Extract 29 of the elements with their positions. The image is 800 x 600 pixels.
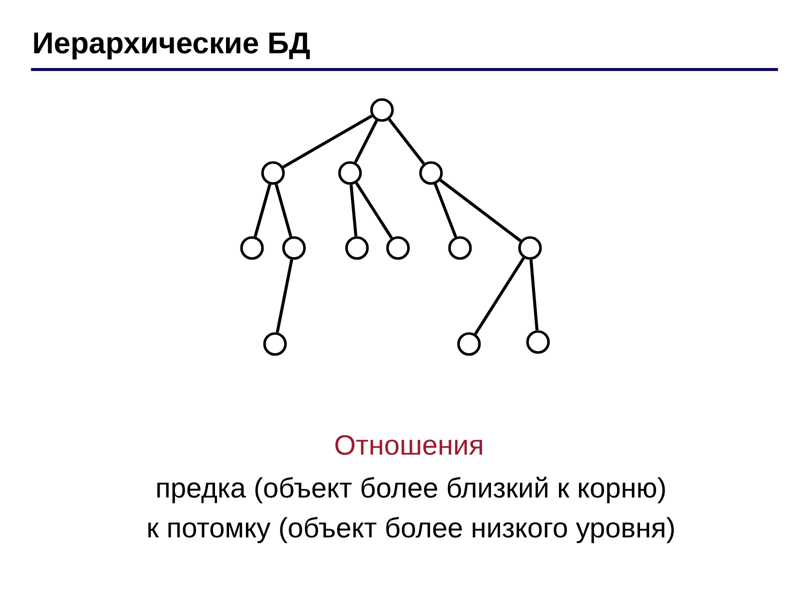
tree-edge [274, 184, 292, 238]
tree-edge [254, 184, 272, 238]
tree-node [419, 161, 443, 185]
tree-node [345, 236, 369, 260]
tree-node [261, 161, 285, 185]
title: Иерархические БД [34, 32, 310, 60]
tree-node [526, 330, 550, 354]
tree-node [518, 236, 542, 260]
text-line: к потомку (объект более низкого уровня) [148, 516, 674, 544]
tree-node [263, 332, 287, 356]
tree-edge [474, 257, 525, 335]
tree-node [240, 236, 264, 260]
subheading: Отношения [335, 435, 482, 455]
tree-edge [276, 259, 294, 333]
tree-node [448, 236, 472, 260]
tree-edge [530, 260, 538, 330]
tree-edge [354, 120, 378, 164]
tree-node [370, 98, 394, 122]
tree-node [338, 161, 362, 185]
tree-node [457, 332, 481, 356]
tree-edge [355, 182, 393, 239]
tree-edge [434, 183, 458, 238]
tree-edge [282, 114, 373, 168]
tree-edge [388, 118, 425, 165]
tree-node [386, 236, 410, 260]
tree-edge [440, 178, 522, 242]
tree-node [282, 236, 306, 260]
tree-edge [350, 184, 358, 236]
text-line: предка (объект более близкий к корню) [157, 476, 665, 504]
